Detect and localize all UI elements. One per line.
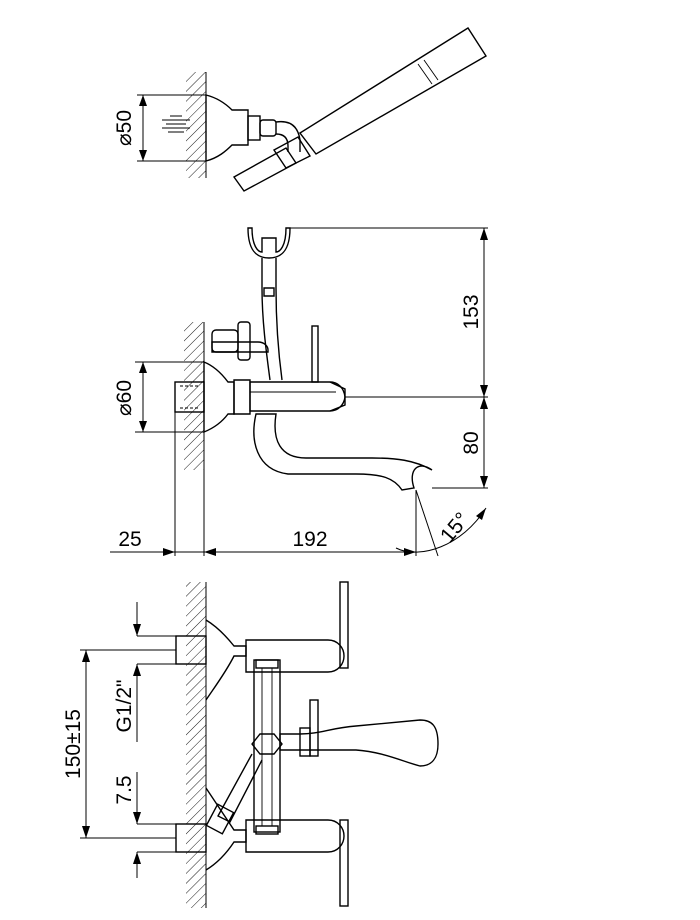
diverter-cap (237, 321, 251, 361)
mixer-body (233, 379, 251, 415)
spout-plan (279, 719, 439, 767)
diverter-lever-knob (205, 803, 235, 835)
centers-label: 150±15 (62, 709, 85, 779)
diverter-base (211, 341, 269, 353)
lever-tip (329, 381, 346, 412)
length-192-label: 192 (292, 528, 327, 551)
diverter-hex (251, 733, 283, 755)
wall-hatch-bottom (186, 582, 206, 908)
upper-lever (245, 639, 345, 673)
spout-collar (299, 727, 311, 757)
hose-connector (259, 119, 277, 137)
depth-25-label: 25 (118, 528, 141, 551)
shower-riser (261, 258, 283, 381)
hose-flange-dia-label: ⌀50 (113, 110, 136, 146)
hand-shower-lower (232, 147, 298, 192)
hand-shower-body (298, 27, 487, 155)
riser-bracket (263, 287, 275, 297)
wall-hatch-middle (184, 322, 204, 470)
hand-shower-groove-2 (423, 59, 439, 81)
spout (253, 413, 433, 491)
lower-lever (245, 819, 345, 853)
height-153-label: 153 (460, 294, 483, 329)
shower-hose-bend-inner (275, 133, 289, 152)
upper-lever-blade (339, 581, 349, 669)
upper-flange (205, 619, 247, 701)
diverter-knob (211, 329, 239, 353)
angle-15-label: 15° (436, 508, 474, 547)
offset-label: 7.5 (113, 775, 136, 804)
hand-shower-groove (417, 63, 433, 85)
flange-dia-label: ⌀60 (113, 380, 136, 416)
shower-holder-fork (247, 227, 291, 259)
hose-outlet-flange (205, 94, 249, 162)
top-plan-view: 150±15 G1/2" 7.5 (62, 581, 439, 908)
mixer-flange (203, 360, 235, 434)
thread-label: G1/2" (113, 680, 136, 733)
hand-shower-collar (272, 136, 312, 169)
hose-outlet-nut (247, 115, 261, 141)
side-elevation-view: 153 80 ⌀60 25 192 15° (110, 227, 488, 557)
spout-lever (309, 699, 319, 757)
lever-rod (311, 325, 319, 383)
hose-outlet-view: ⌀50 (113, 27, 487, 192)
thread-symbol (162, 115, 190, 133)
lower-lever-blade (339, 819, 349, 907)
diverter-lever (217, 753, 263, 823)
height-80-label: 80 (460, 431, 483, 454)
wall-hatch-top (186, 72, 206, 178)
body-tube (253, 659, 281, 833)
mixer-lever (249, 381, 346, 412)
